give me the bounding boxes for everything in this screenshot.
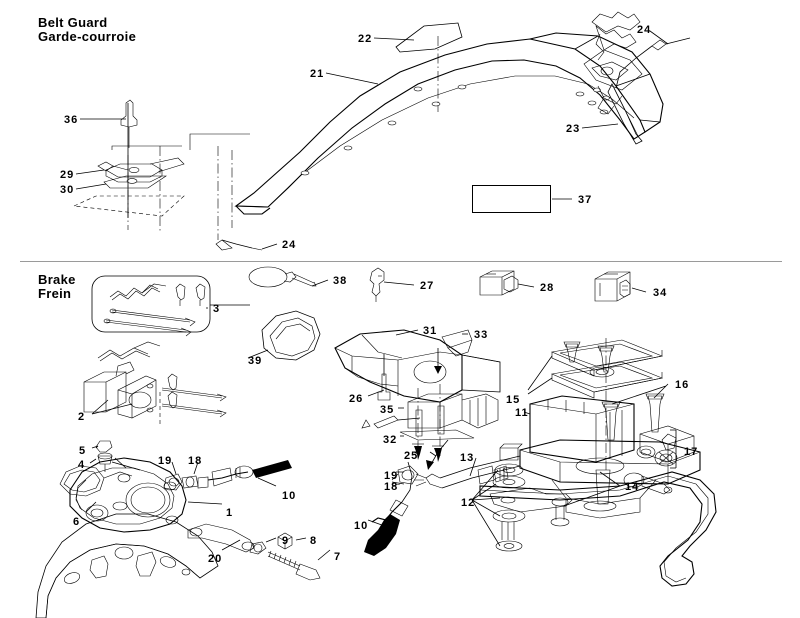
guard-upper-bracket-drawing [583,11,691,115]
callout-number-cable-tie: 38 [333,275,348,287]
callout-number-bleeder-screw: 4 [78,459,86,471]
callout-number-mounting-plate: 30 [60,184,75,196]
callout-number-brake-pad-set: 2 [78,411,86,423]
brake-light-switch-drawing [479,270,519,296]
callout-number-clamp-screw: 16 [675,379,690,391]
callout-number-bracket-screw: 32 [383,434,398,446]
callout-number-warning-decal: 37 [578,194,593,206]
guard-rear-support-drawing [593,83,643,145]
callout-number-rubber-boot: 39 [248,355,263,367]
callout-number-bleeder-cap: 5 [79,445,87,457]
callout-number-brake-light-switch: 28 [540,282,555,294]
callout-number-switch-bracket: 35 [380,404,395,416]
spring-clip-drawing [369,267,385,302]
callout-number-seal-kit: 17 [684,446,699,458]
reservoir-cap-drawing [550,338,664,470]
callout-number-reservoir-cap-and-diaphragm: 15 [506,394,521,406]
guard-flap-drawing [395,22,463,112]
cover-insert-drawing [434,329,473,374]
callout-number-brake-caliper-assembly: 1 [226,507,234,519]
cable-tie-drawing [248,266,317,288]
callout-number-cover-insert: 33 [474,329,489,341]
guard-mounting-bracket-drawing [72,133,263,251]
callout-number-support-rod-left: 24 [282,239,297,251]
rubber-boot-drawing [261,310,321,361]
callout-number-guard-rear-support: 23 [566,123,581,135]
callout-number-electrical-connector: 34 [653,287,668,299]
master-cylinder-drawing [414,393,701,519]
callout-number-lever-housing-cover: 31 [423,325,438,337]
callout-number-brake-hose: 13 [460,452,475,464]
callout-number-banjo-washer-upper: 19 [384,470,399,482]
callout-number-banjo-washer: 19 [158,455,173,467]
brake-section-title: Brake Frein [38,272,76,301]
callout-number-guard-flap: 22 [358,33,373,45]
callout-number-banjo-bolt: 18 [188,455,203,467]
belt-guard-leader-lines [75,30,669,250]
callout-number-spring-clip: 27 [420,280,435,292]
brake-leader-lines [85,279,669,561]
callout-number-mounting-screw: 25 [404,450,419,462]
brake-pad-set-drawing [83,341,227,424]
callout-number-adjuster-bolt: 7 [334,551,342,563]
brake-hardware-kit-drawing [91,275,211,337]
belt-guard-cover-drawing [234,32,664,215]
callout-number-retaining-clip: 29 [60,169,75,181]
callout-number-support-rod-right: 24 [637,24,652,36]
callout-number-lever-mount-hardware: 12 [461,497,476,509]
brake-hose-lower-drawing [364,439,449,556]
callout-number-brake-line-hose: 10 [282,490,297,502]
callout-number-master-cylinder-body: 11 [515,407,529,419]
callout-number-pivot-pin: 26 [349,393,364,405]
electrical-connector-drawing [594,271,631,302]
section-divider [20,261,782,262]
callout-number-caliper-link-arm: 9 [282,535,290,547]
brake-caliper-drawing [35,440,321,618]
callout-number-brake-pad-hardware-kit: 3 [213,303,221,315]
callout-number-belt-guard-cover: 21 [310,68,325,80]
lever-housing-drawing [334,329,501,403]
push-rivet-drawing [120,99,138,218]
callout-number-brake-line-hose-lower: 10 [354,520,369,532]
callout-number-push-rivet-pin: 36 [64,114,79,126]
switch-bracket-drawing [361,384,499,462]
callout-number-brake-disc: 20 [208,553,223,565]
brake-lever-drawing [479,443,717,587]
decal-callout-box [472,185,551,213]
pivot-pin-drawing [377,354,391,401]
belt-guard-section-title: Belt Guard Garde-courroie [38,15,137,44]
callout-number-lock-nut: 8 [310,535,318,547]
callout-number-banjo-bolt-upper: 18 [384,481,399,493]
callout-number-caliper-bracket: 6 [73,516,81,528]
callout-number-lever-pivot-bolt: 14 [625,481,640,493]
